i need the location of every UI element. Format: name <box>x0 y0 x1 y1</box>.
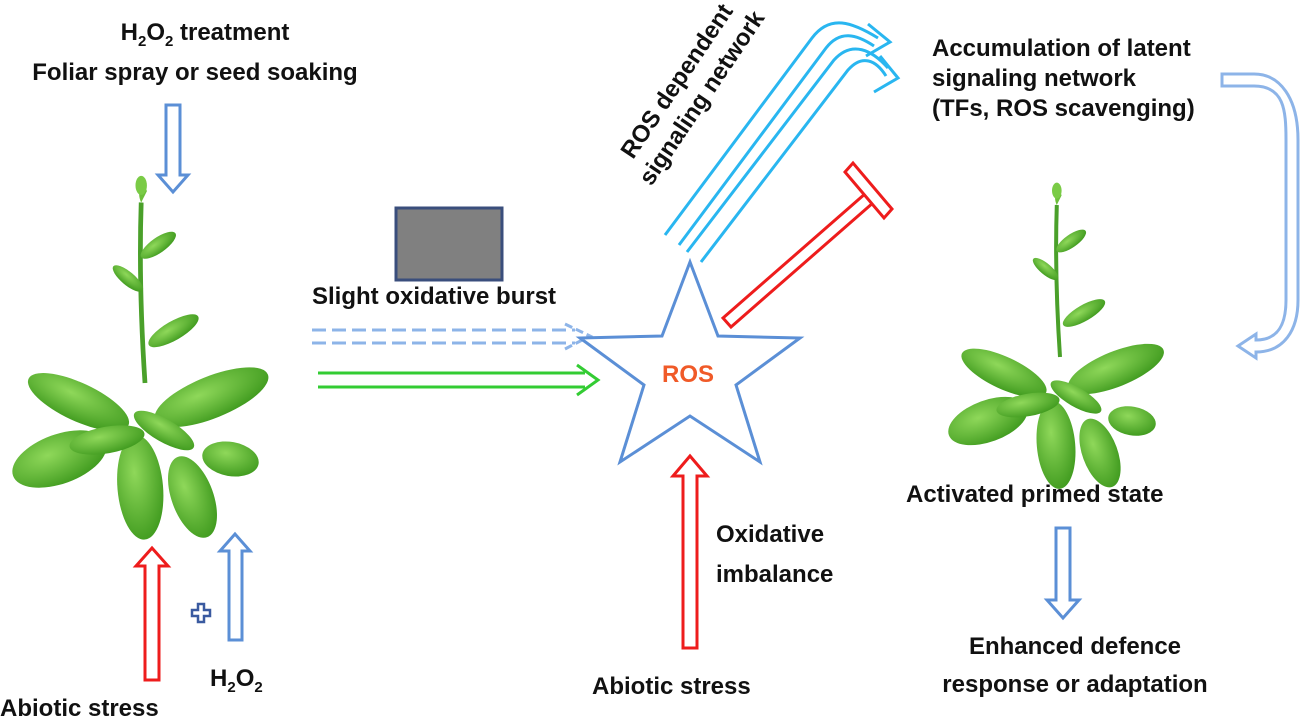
h2o2-treatment-label: H2O2 treatment <box>120 19 290 50</box>
oxidative-imbalance-label: Oxidative imbalance <box>716 520 833 590</box>
plant-icon-left <box>5 176 276 544</box>
enhanced-defence-label: Enhanced defence response or adaptation <box>930 632 1220 700</box>
abiotic-stress-left-label: Abiotic stress <box>0 695 159 722</box>
oxidative-up-arrow <box>669 453 711 650</box>
primed-down-arrow <box>1043 526 1083 621</box>
green-arrow <box>318 363 601 397</box>
signaling-curved-arrows <box>663 21 901 263</box>
star-icon <box>575 257 805 466</box>
treatment-down-arrow <box>154 103 192 195</box>
inhibition-bar-icon <box>720 160 894 330</box>
ros-label: ROS <box>662 361 715 388</box>
h2o2-up-arrow <box>216 531 254 642</box>
h2o2-bottom-label: H2O2 <box>210 665 263 696</box>
enhanced-line1: Enhanced defence <box>968 633 1182 660</box>
enhanced-line2: response or adaptation <box>942 671 1208 698</box>
abiotic-stress-center-label: Abiotic stress <box>592 673 751 700</box>
return-curved-arrow <box>1220 72 1300 361</box>
dashed-burst-arrow <box>312 322 594 351</box>
slight-burst-label: Slight oxidative burst <box>312 283 557 310</box>
abiotic-stress-up-arrow-left <box>132 545 172 682</box>
plant-icon-right <box>942 183 1170 493</box>
plus-icon <box>190 602 212 624</box>
oxidative-line2: imbalance <box>716 561 834 588</box>
accumulation-label: Accumulation of latent signaling network… <box>932 34 1195 124</box>
accumulation-line3: (TFs, ROS scavenging) <box>932 95 1195 122</box>
accumulation-line2: signaling network <box>932 65 1137 92</box>
gray-box <box>394 206 504 282</box>
oxidative-line1: Oxidative <box>716 521 825 548</box>
foliar-spray-label: Foliar spray or seed soaking <box>32 59 358 86</box>
activated-primed-label: Activated primed state <box>906 481 1164 508</box>
accumulation-line1: Accumulation of latent <box>932 35 1191 62</box>
